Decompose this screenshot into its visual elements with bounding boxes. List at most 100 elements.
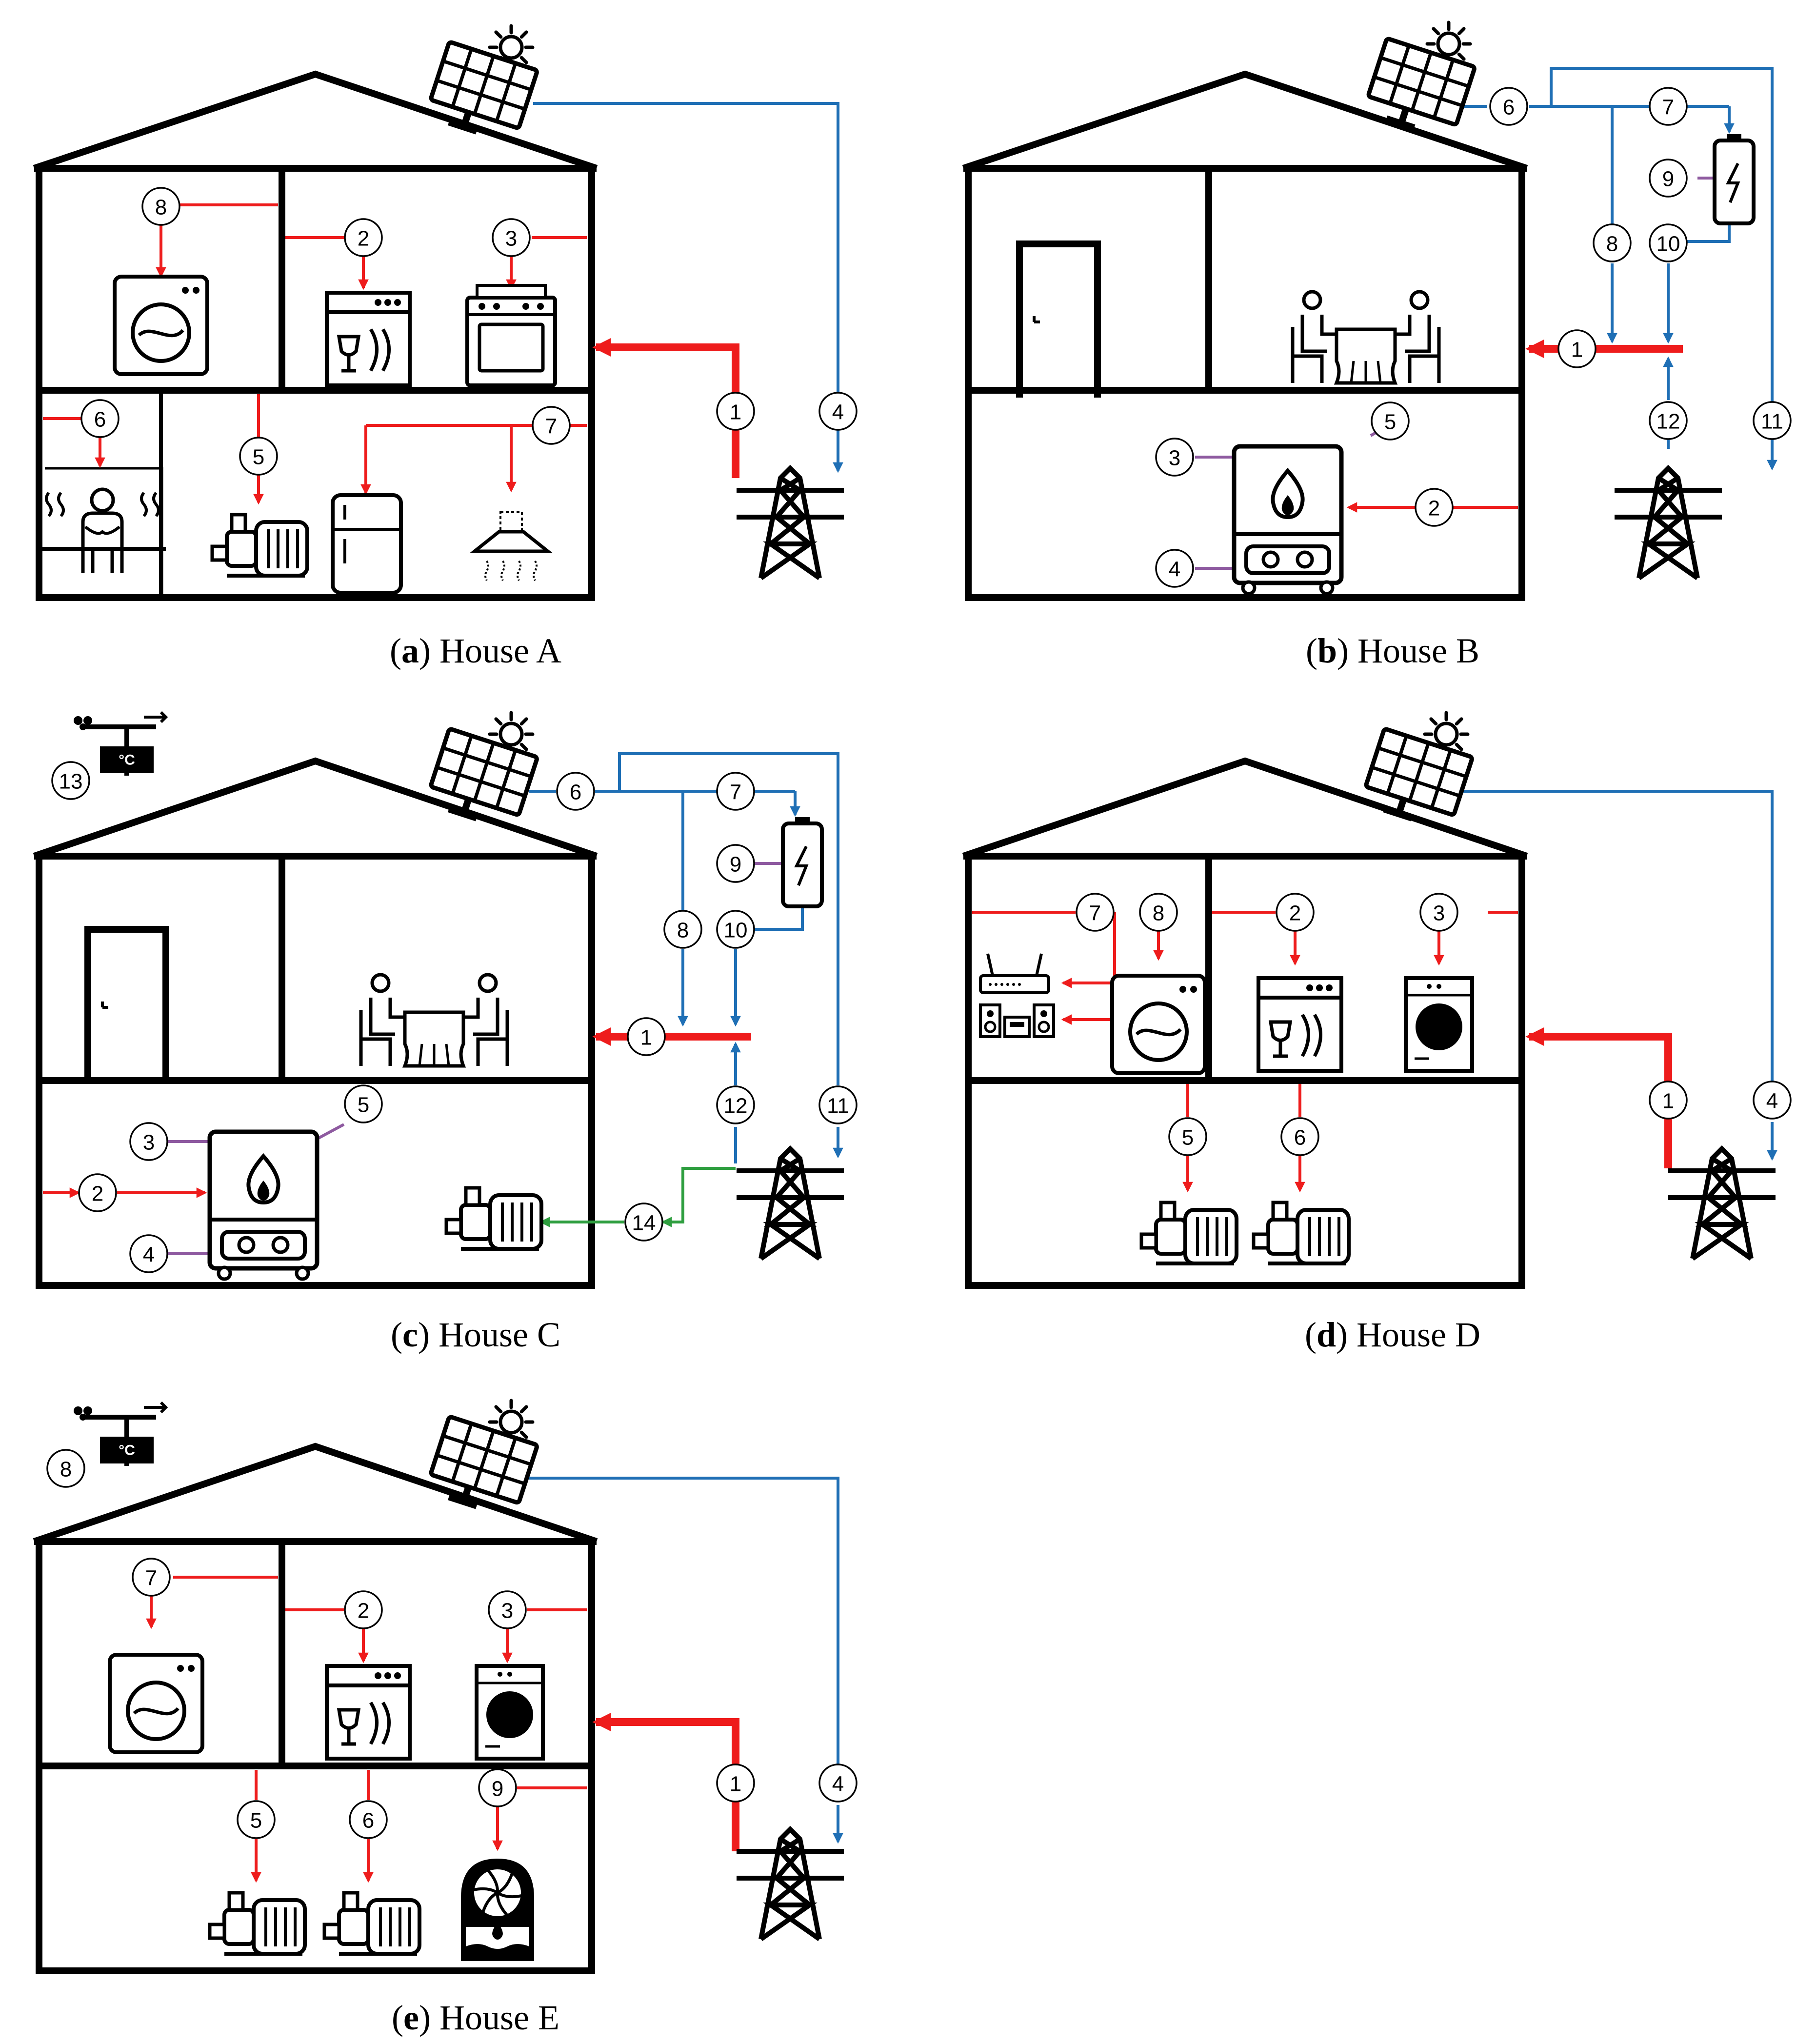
control-panel xyxy=(1244,544,1331,575)
number-label-circle xyxy=(1593,223,1632,262)
panel xyxy=(429,727,539,822)
panel-stand xyxy=(461,1485,472,1501)
sun-ray xyxy=(519,742,528,751)
sun-ray xyxy=(519,30,528,39)
water-pump-icon xyxy=(210,513,309,578)
sun-ray xyxy=(1429,717,1438,726)
pipe xyxy=(444,1218,463,1235)
number-label: 1 xyxy=(1557,329,1596,368)
panel-grid xyxy=(495,62,518,122)
number-label-circle xyxy=(239,437,278,476)
number-label-circle xyxy=(237,1800,276,1839)
number-label: 7 xyxy=(132,1558,171,1597)
pipe xyxy=(1271,1201,1289,1222)
number-label: 8 xyxy=(663,910,702,949)
number-label-circle xyxy=(818,1763,858,1803)
dishwasher-icon xyxy=(325,291,412,387)
panel-grid xyxy=(495,749,518,809)
pump-head xyxy=(1266,1218,1299,1256)
pylon-legs xyxy=(758,1145,822,1259)
number-label-text: 13 xyxy=(59,770,83,794)
number-label: 7 xyxy=(1649,87,1688,126)
number-label: 2 xyxy=(1276,893,1315,932)
button xyxy=(394,1672,401,1679)
washing-machine-icon xyxy=(108,1653,204,1754)
number-label-text: 8 xyxy=(155,196,167,220)
panel-grid xyxy=(495,1437,518,1497)
number-label-circle xyxy=(51,761,90,800)
steam xyxy=(533,560,538,581)
panel-grid xyxy=(451,735,473,795)
flame xyxy=(246,1153,280,1205)
number-label: 6 xyxy=(1489,87,1528,126)
button xyxy=(1427,984,1432,989)
panel xyxy=(1364,727,1474,822)
roof xyxy=(33,1443,598,1545)
person-head xyxy=(1302,290,1322,310)
number-label: 1 xyxy=(716,392,755,431)
number-label-text: 11 xyxy=(827,1094,849,1118)
panel-base xyxy=(1383,805,1413,822)
fan-blade xyxy=(481,1891,499,1913)
number-label-text: 6 xyxy=(570,781,581,804)
thermometer-box xyxy=(100,746,154,773)
sun-ray xyxy=(519,1430,528,1439)
panel-grid xyxy=(1380,56,1470,88)
figure-caption: (e) House E xyxy=(392,1998,559,2037)
number-label-circle xyxy=(818,1085,858,1124)
water-pump-icon xyxy=(322,1891,421,1956)
panel xyxy=(1366,37,1477,131)
router-icon xyxy=(979,953,1050,994)
glass xyxy=(1268,1020,1293,1058)
number-label-circle xyxy=(1139,893,1178,932)
number-label-text: 3 xyxy=(505,227,517,251)
panel-grid xyxy=(1388,45,1411,104)
panel-grid xyxy=(442,59,532,92)
plates xyxy=(1300,1014,1322,1057)
water xyxy=(138,329,184,338)
button xyxy=(375,1672,381,1679)
number-label-circle xyxy=(716,844,755,883)
led xyxy=(1012,983,1015,986)
figure-caption: (d) House D xyxy=(1305,1315,1480,1354)
house-walls xyxy=(36,165,595,601)
anemometer-hub xyxy=(80,723,86,730)
number-label-text: 1 xyxy=(1571,338,1583,362)
panel-grid xyxy=(1410,52,1433,111)
motor xyxy=(1183,1208,1238,1265)
speaker-cone xyxy=(984,1021,997,1033)
steam xyxy=(500,560,505,581)
caption-house-name: House C xyxy=(439,1315,560,1354)
knob xyxy=(188,1665,195,1672)
number-label: 10 xyxy=(1649,223,1688,262)
number-label-text: 3 xyxy=(1433,902,1445,925)
pipe xyxy=(227,1891,245,1912)
led xyxy=(989,983,992,986)
number-label: 3 xyxy=(1155,438,1194,477)
number-label: 4 xyxy=(129,1234,168,1273)
caption-letter: d xyxy=(1317,1315,1336,1354)
number-label-text: 6 xyxy=(1294,1126,1306,1150)
panel xyxy=(429,40,539,135)
button xyxy=(1316,984,1323,991)
number-label: 4 xyxy=(818,1763,858,1803)
roof xyxy=(962,70,1528,172)
number-label: 2 xyxy=(344,218,383,257)
number-label-circle xyxy=(716,1085,755,1124)
tablecloth xyxy=(1350,361,1382,383)
caption-house-name: House B xyxy=(1357,631,1479,670)
number-label: 8 xyxy=(1139,893,1178,932)
dial xyxy=(1296,550,1314,569)
number-label-text: 4 xyxy=(143,1243,155,1267)
glass xyxy=(337,1708,361,1746)
dishwasher-icon xyxy=(325,1664,412,1761)
chair xyxy=(1408,327,1441,383)
figure-caption: (b) House B xyxy=(1306,631,1479,670)
number-label-circle xyxy=(129,1122,168,1161)
dishwasher-icon xyxy=(1257,976,1343,1073)
number-label-circle xyxy=(1371,401,1410,441)
motor xyxy=(254,520,309,578)
number-label-circle xyxy=(716,392,755,431)
number-label: 1 xyxy=(716,1763,755,1803)
